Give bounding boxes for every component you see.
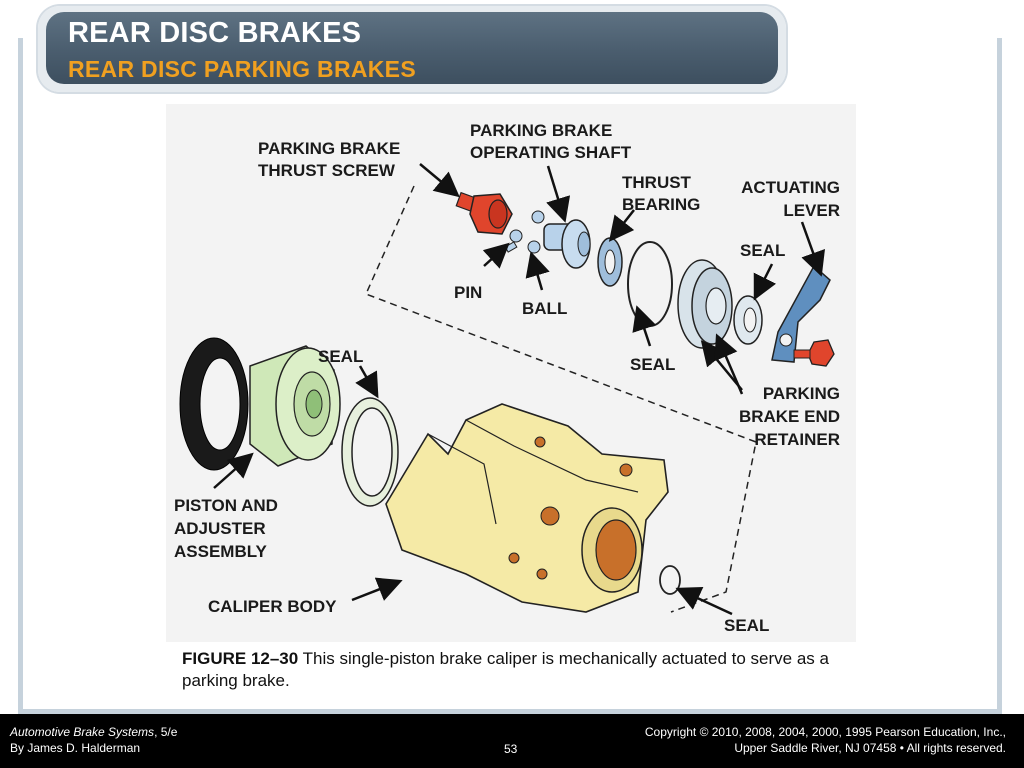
- retainer-bolt-part: [793, 339, 835, 367]
- footer-book-info: Automotive Brake Systems, 5/e By James D…: [10, 724, 177, 756]
- label-end-retainer-3: RETAINER: [754, 430, 840, 449]
- figure-caption: FIGURE 12–30 This single-piston brake ca…: [182, 648, 842, 692]
- label-thrust-bearing-1: THRUST: [622, 173, 692, 192]
- small-seal-part: [733, 295, 763, 345]
- book-title: Automotive Brake Systems: [10, 725, 155, 739]
- label-arrows: [213, 163, 825, 616]
- label-actuating-lever-1: ACTUATING: [741, 178, 840, 197]
- operating-shaft-part: [543, 219, 591, 269]
- piston-adjuster-part: [249, 345, 341, 467]
- label-thrust-screw-2: THRUST SCREW: [258, 161, 396, 180]
- brake-caliper-diagram: PARKING BRAKE THRUST SCREW PARKING BRAKE…: [166, 104, 856, 642]
- label-operating-shaft-1: PARKING BRAKE: [470, 121, 612, 140]
- label-thrust-bearing-2: BEARING: [622, 195, 700, 214]
- slide-footer: Automotive Brake Systems, 5/e By James D…: [0, 714, 1024, 768]
- bleeder-seal-part: [659, 565, 681, 595]
- piston-boot-seal: [179, 337, 249, 471]
- label-piston-2: ADJUSTER: [174, 519, 266, 538]
- o-ring-seal-part: [627, 241, 673, 327]
- label-thrust-screw-1: PARKING BRAKE: [258, 139, 400, 158]
- header-banner: REAR DISC BRAKES REAR DISC PARKING BRAKE…: [46, 12, 778, 84]
- label-actuating-lever-2: LEVER: [783, 201, 840, 220]
- caption-text: This single-piston brake caliper is mech…: [182, 649, 829, 690]
- label-piston-1: PISTON AND: [174, 496, 278, 515]
- label-operating-shaft-2: OPERATING SHAFT: [470, 143, 632, 162]
- end-retainer-part: [677, 259, 733, 349]
- thrust-bearing-part: [597, 237, 623, 287]
- copyright-line-2: Upper Saddle River, NJ 07458 • All right…: [734, 741, 1006, 755]
- label-seal-left: SEAL: [318, 347, 363, 366]
- slide-title: REAR DISC BRAKES: [68, 17, 362, 49]
- book-edition: , 5/e: [154, 725, 178, 739]
- figure-number: FIGURE 12–30: [182, 649, 299, 668]
- footer-copyright: Copyright © 2010, 2008, 2004, 2000, 1995…: [645, 724, 1006, 756]
- copyright-line-1: Copyright © 2010, 2008, 2004, 2000, 1995…: [644, 725, 1006, 739]
- label-piston-3: ASSEMBLY: [174, 542, 268, 561]
- label-pin: PIN: [454, 283, 482, 302]
- book-author: By James D. Halderman: [10, 741, 141, 755]
- piston-seal-ring: [341, 397, 399, 507]
- label-end-retainer-1: PARKING: [763, 384, 840, 403]
- assembly-dashed-line: [364, 185, 757, 613]
- label-end-retainer-2: BRAKE END: [739, 407, 840, 426]
- exploded-view-illustration: PARKING BRAKE THRUST SCREW PARKING BRAKE…: [174, 121, 840, 635]
- label-caliper-body: CALIPER BODY: [208, 597, 337, 616]
- slide-header: REAR DISC BRAKES REAR DISC PARKING BRAKE…: [38, 6, 786, 92]
- thrust-screw-part: [455, 191, 513, 235]
- balls-and-pins: [504, 210, 545, 254]
- label-seal-middle: SEAL: [630, 355, 675, 374]
- label-seal-top-right: SEAL: [740, 241, 785, 260]
- slide-subtitle: REAR DISC PARKING BRAKES: [68, 56, 416, 82]
- label-seal-bottom: SEAL: [724, 616, 769, 635]
- caliper-body-part: [385, 403, 669, 613]
- page-number: 53: [504, 742, 518, 756]
- label-ball: BALL: [522, 299, 567, 318]
